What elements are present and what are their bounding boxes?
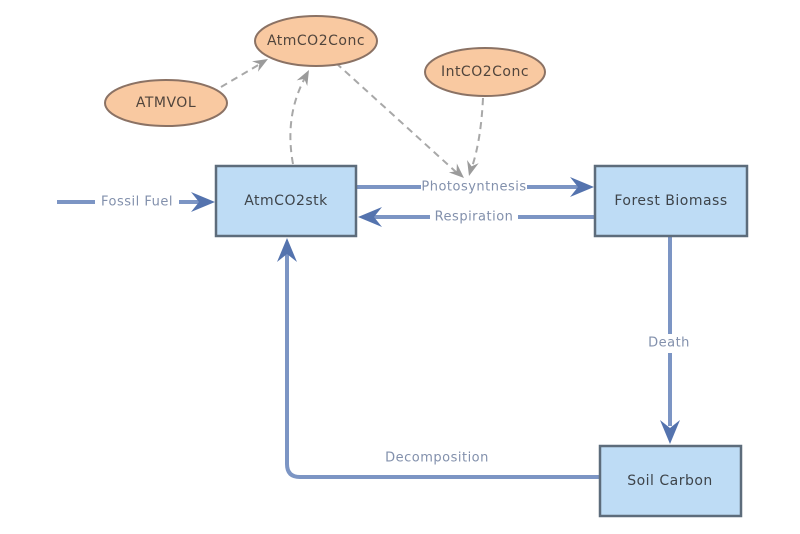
label-backdrop — [430, 208, 518, 226]
stock-label: Forest Biomass — [614, 193, 727, 209]
flow-arrowhead-icon — [660, 420, 680, 444]
link-line[interactable] — [471, 97, 484, 168]
flow-arrowhead-icon — [358, 207, 382, 227]
link-arrowhead-icon — [467, 159, 479, 176]
variable-shape[interactable] — [104, 79, 228, 127]
stock-forest-biomass[interactable]: Forest Biomass — [593, 164, 749, 238]
stock-shape[interactable] — [593, 164, 749, 238]
link-intco2conc-to-photosynthesis[interactable] — [463, 97, 484, 178]
flow-fossil-fuel[interactable]: Fossil Fuel — [57, 192, 215, 212]
stock-shape[interactable] — [214, 164, 358, 238]
stock-label: AtmCO2stk — [244, 193, 328, 209]
label-backdrop — [421, 178, 527, 196]
variable-atmco2conc[interactable]: AtmCO2Conc — [254, 15, 378, 67]
link-arrowhead-icon — [252, 59, 268, 72]
flow-arrowhead-icon — [277, 238, 297, 262]
flow-photosynthesis[interactable]: Photosyntnesis — [357, 177, 594, 197]
flow-decomposition[interactable]: Decomposition — [277, 238, 599, 479]
flow-label: Death — [648, 336, 690, 351]
link-atmvol-to-atmco2conc[interactable] — [220, 54, 271, 88]
stock-shape[interactable] — [598, 444, 743, 518]
flow-label: Fossil Fuel — [101, 195, 173, 210]
flow-line[interactable] — [285, 253, 599, 479]
stock-label: Soil Carbon — [627, 473, 713, 489]
link-arrowhead-icon — [296, 70, 309, 87]
flow-arrowhead-icon — [191, 192, 215, 212]
label-backdrop — [95, 193, 179, 211]
link-atmco2stk-to-atmco2conc[interactable] — [289, 67, 314, 165]
variable-shape[interactable] — [254, 15, 378, 67]
link-line[interactable] — [220, 63, 261, 88]
variable-label: IntCO2Conc — [441, 64, 529, 80]
flow-death[interactable]: Death — [645, 237, 693, 444]
flow-label: Photosyntnesis — [421, 180, 526, 195]
stock-atmco2stk[interactable]: AtmCO2stk — [214, 164, 358, 238]
variable-intco2conc[interactable]: IntCO2Conc — [424, 47, 546, 97]
flow-label: Decomposition — [385, 451, 489, 466]
link-atmco2conc-to-photosynthesis[interactable] — [335, 62, 468, 182]
link-line[interactable] — [289, 75, 307, 165]
flow-label: Respiration — [435, 210, 514, 225]
variable-atmvol[interactable]: ATMVOL — [104, 79, 228, 127]
label-backdrop — [645, 334, 693, 353]
variable-label: ATMVOL — [136, 95, 196, 111]
link-arrowhead-icon — [448, 163, 464, 178]
link-line[interactable] — [335, 62, 457, 173]
flow-arrowhead-icon — [570, 177, 594, 197]
stock-soil-carbon[interactable]: Soil Carbon — [598, 444, 743, 518]
flow-respiration[interactable]: Respiration — [358, 207, 594, 227]
variable-shape[interactable] — [424, 47, 546, 97]
variable-label: AtmCO2Conc — [267, 33, 365, 49]
